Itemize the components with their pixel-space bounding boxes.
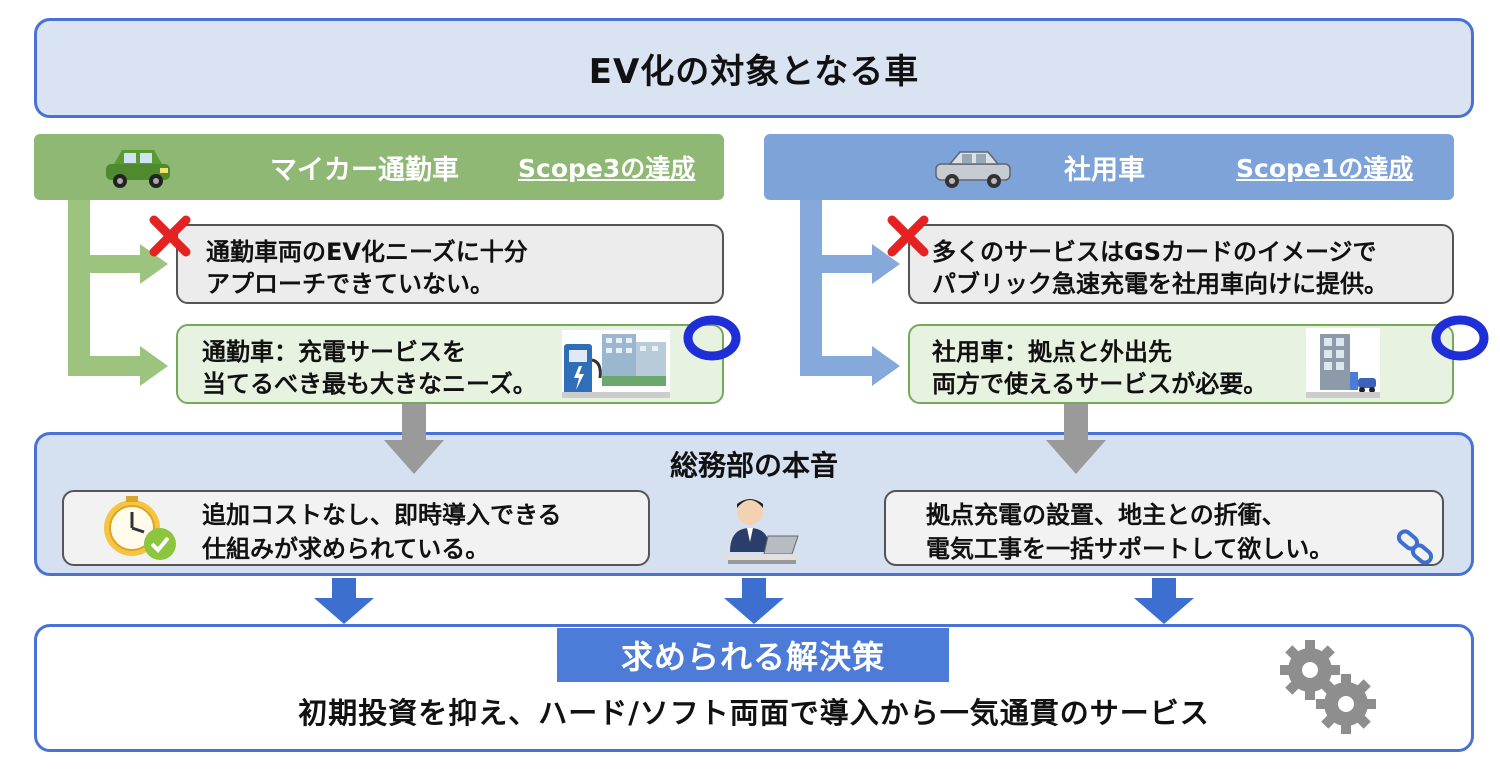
- left-problem-line2: アプローチできていない。: [206, 270, 494, 299]
- charging-station-icon: [562, 330, 670, 398]
- gray-down-arrow: [1046, 404, 1106, 474]
- silver-car-icon: [935, 151, 1011, 188]
- cost-need-line1: 追加コストなし、即時導入できる: [202, 501, 562, 529]
- office-building-icon: [1306, 328, 1380, 398]
- blue-down-arrow: [724, 578, 784, 624]
- support-need-bubble: 拠点充電の設置、地主との折衝、 電気工事を一括サポートして欲しい。: [884, 490, 1444, 566]
- mycar-commute-title: マイカー通勤車: [270, 154, 459, 186]
- right-problem-line2: パブリック急速充電を社用車向けに提供。: [932, 270, 1388, 299]
- right-solution-line2: 両方で使えるサービスが必要。: [932, 370, 1268, 399]
- left-solution-line2: 当てるべき最も大きなニーズ。: [202, 370, 537, 399]
- right-problem-bubble: 多くのサービスはGSカードのイメージで パブリック急速充電を社用車向けに提供。: [908, 224, 1454, 304]
- link-chain-icon: [1396, 529, 1434, 565]
- left-solution-line1: 通勤車：充電サービスを: [202, 338, 466, 366]
- blue-down-arrow: [314, 578, 374, 624]
- red-cross-icon: [149, 215, 191, 257]
- scope1-link[interactable]: Scope1の達成: [1236, 154, 1414, 183]
- solution-label: 求められる解決策: [557, 628, 949, 682]
- right-problem-line1: 多くのサービスはGSカードのイメージで: [932, 238, 1377, 266]
- cost-need-line2: 仕組みが求められている。: [202, 535, 490, 564]
- mycar-commute-header: マイカー通勤車 Scope3の達成: [34, 134, 724, 200]
- right-branch-arrows: [800, 200, 900, 386]
- company-car-title: 社用車: [1064, 154, 1145, 186]
- gears-icon: [1280, 640, 1376, 734]
- left-problem-line1: 通勤車両のEV化ニーズに十分: [206, 238, 528, 266]
- red-cross-icon: [887, 215, 929, 257]
- company-car-header: 社用車 Scope1の達成: [764, 134, 1454, 200]
- solution-text: 初期投資を抑え、ハード/ソフト両面で導入から一気通貫のサービス: [298, 696, 1210, 730]
- blue-circle-icon: [1431, 315, 1489, 361]
- support-need-line1: 拠点充電の設置、地主との折衝、: [926, 501, 1286, 529]
- green-car-icon: [106, 150, 170, 188]
- person-laptop-icon: [724, 499, 800, 564]
- support-need-line2: 電気工事を一括サポートして欲しい。: [926, 535, 1334, 564]
- left-problem-bubble: 通勤車両のEV化ニーズに十分 アプローチできていない。: [176, 224, 724, 304]
- main-title: EV化の対象となる車: [34, 18, 1474, 118]
- blue-down-arrow: [1134, 578, 1194, 624]
- gray-down-arrow: [384, 404, 444, 474]
- left-branch-arrows: [68, 200, 168, 386]
- general-affairs-title: 総務部の本音: [669, 449, 838, 482]
- stopwatch-check-icon: [104, 496, 176, 560]
- blue-circle-icon: [683, 315, 741, 361]
- scope3-link[interactable]: Scope3の達成: [518, 154, 696, 183]
- right-solution-line1: 社用車：拠点と外出先: [932, 338, 1172, 366]
